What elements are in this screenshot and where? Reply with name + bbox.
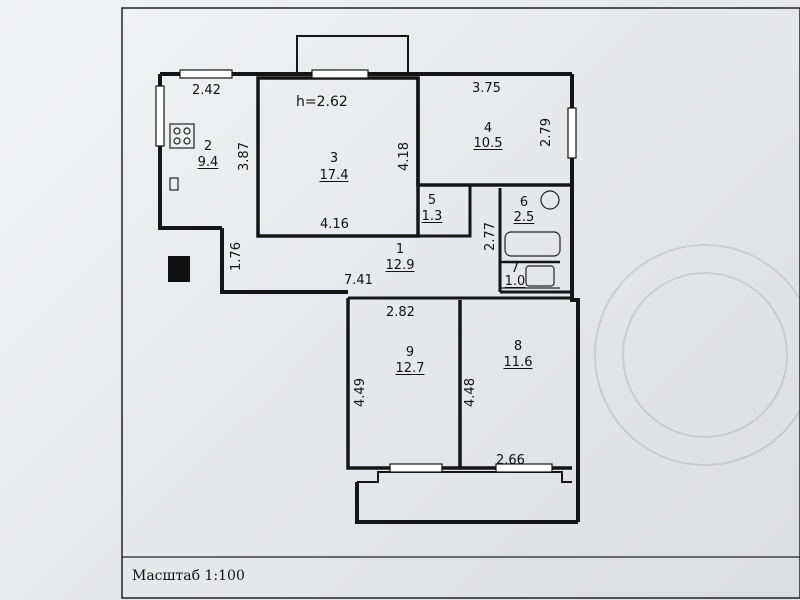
dim-room8-depth: 4.48 bbox=[462, 378, 478, 407]
dim-kitchen-width: 2.42 bbox=[192, 83, 221, 98]
outer-wall-bottom bbox=[355, 482, 578, 524]
dim-kitchen-depth: 3.87 bbox=[236, 142, 252, 171]
sink-icon bbox=[169, 177, 179, 191]
sheet-frame bbox=[121, 7, 800, 599]
room-3-area: 17.4 bbox=[319, 168, 349, 183]
room-3-number: 3 bbox=[329, 151, 339, 166]
dim-room9-depth: 4.49 bbox=[352, 378, 368, 407]
ceiling-height-label: h=2.62 bbox=[296, 94, 348, 110]
balcony-bottom bbox=[357, 471, 572, 483]
room-1-area: 12.9 bbox=[385, 258, 415, 273]
wall-room-5 bbox=[416, 185, 472, 238]
room-4-number: 4 bbox=[483, 121, 493, 136]
dim-hall-depth: 1.76 bbox=[228, 242, 244, 271]
stove-icon bbox=[169, 123, 195, 149]
window-room-9 bbox=[389, 463, 443, 473]
dim-hall-length: 7.41 bbox=[344, 273, 373, 288]
room-4-area: 10.5 bbox=[473, 136, 503, 151]
dim-room4-width: 3.75 bbox=[472, 81, 501, 96]
room-7-number: 7 bbox=[510, 261, 520, 276]
outer-wall-right bbox=[570, 74, 580, 522]
dim-room3-width: 4.16 bbox=[320, 217, 349, 232]
room-8-area: 11.6 bbox=[503, 355, 533, 370]
room-8-number: 8 bbox=[513, 339, 523, 354]
window-left bbox=[155, 85, 165, 147]
dim-room3-depth: 4.18 bbox=[396, 142, 412, 171]
window-kitchen bbox=[179, 69, 233, 79]
bathtub-icon bbox=[504, 231, 561, 257]
washbasin-icon bbox=[525, 265, 555, 287]
room-2-number: 2 bbox=[203, 139, 213, 154]
dim-room4-depth: 2.79 bbox=[538, 118, 554, 147]
outer-wall-left-hall bbox=[220, 228, 348, 294]
room-9-area: 12.7 bbox=[395, 361, 425, 376]
dim-bath-depth: 2.77 bbox=[482, 222, 498, 251]
window-room-3 bbox=[311, 69, 369, 79]
room-5-area: 1.3 bbox=[421, 209, 443, 224]
balcony-top bbox=[296, 35, 409, 72]
room-5-number: 5 bbox=[427, 193, 437, 208]
dim-room8-width: 2.66 bbox=[496, 453, 525, 468]
room-6-number: 6 bbox=[519, 195, 529, 210]
window-room-8 bbox=[495, 463, 553, 473]
room-1-number: 1 bbox=[395, 242, 405, 257]
room-7-area: 1.0 bbox=[504, 274, 526, 289]
window-room-4 bbox=[567, 107, 577, 159]
room-6-area: 2.5 bbox=[513, 210, 535, 225]
room-9-number: 9 bbox=[405, 345, 415, 360]
scale-label: Масштаб 1:100 bbox=[132, 568, 245, 584]
shaft-icon bbox=[168, 256, 190, 282]
stamp-watermark bbox=[594, 244, 800, 466]
dim-room9-width: 2.82 bbox=[386, 305, 415, 320]
room-2-area: 9.4 bbox=[197, 155, 219, 170]
boiler-icon bbox=[540, 190, 560, 210]
